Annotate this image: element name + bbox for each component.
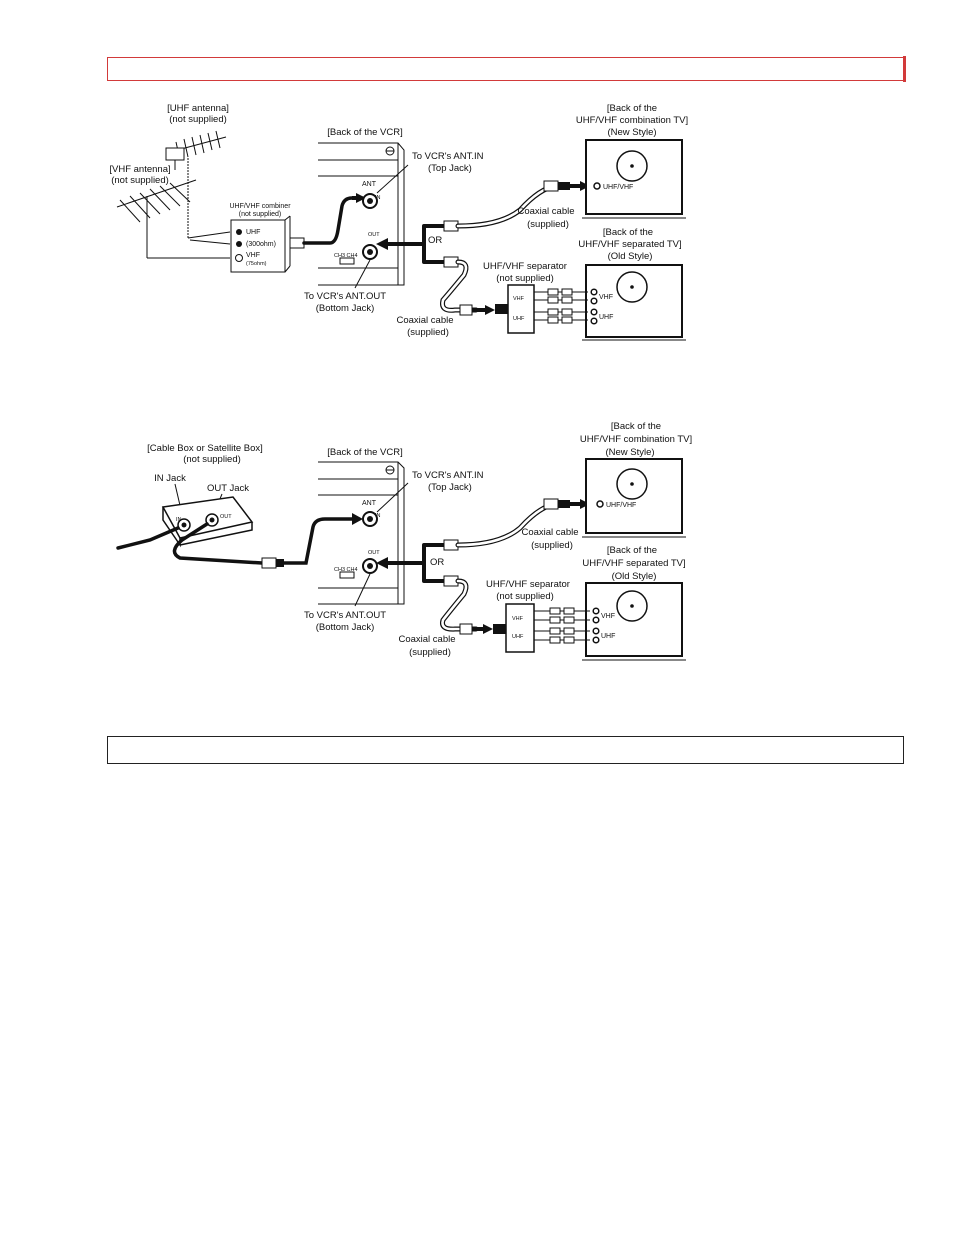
vcr2-back-panel	[318, 461, 405, 605]
coax1b-label-1: Coaxial cable	[521, 527, 578, 538]
coax1-label-1: Coaxial cable	[517, 206, 574, 217]
separator-label-1: UHF/VHF separator	[483, 261, 567, 272]
ant-in-label-2: (Top Jack)	[428, 163, 472, 174]
combiner-uhf: UHF	[246, 229, 260, 236]
combiner-label-1: UHF/VHF combiner	[229, 203, 291, 210]
tv-new-label-1: [Back of the	[607, 103, 657, 114]
vcr-back-panel	[318, 142, 405, 286]
cable-box-label-2: (not supplied)	[183, 454, 241, 465]
vcr2-ant-label: ANT	[362, 500, 377, 507]
tv-old-uhf: UHF	[599, 314, 613, 321]
tv-new2-label-3: (New Style)	[605, 447, 654, 458]
vcr2-in-label: IN	[375, 513, 381, 519]
tv-new-style	[582, 139, 686, 219]
tv-new2-label-2: UHF/VHF combination TV]	[580, 434, 692, 445]
ant-out-label-2: (Bottom Jack)	[316, 303, 375, 314]
vcr2-out-label: OUT	[368, 550, 380, 556]
vcr2-title: [Back of the VCR]	[327, 447, 403, 458]
combiner-300ohm: (300ohm)	[246, 241, 276, 248]
tv-new-style-2	[582, 458, 686, 538]
uhf-vhf-combiner	[230, 215, 305, 273]
tv-old-vhf: VHF	[599, 294, 613, 301]
vcr-title: [Back of the VCR]	[327, 127, 403, 138]
tv-old-label-2: UHF/VHF separated TV]	[578, 239, 681, 250]
tv-old2-vhf: VHF	[601, 613, 615, 620]
vhf-antenna-label-1: [VHF antenna]	[109, 164, 170, 175]
separator-uhf: UHF	[513, 316, 525, 322]
separator-label-2: (not supplied)	[496, 273, 554, 284]
diagram-antenna-connection: [UHF antenna] (not supplied) [VHF antenn…	[109, 103, 688, 341]
cable-box-label-1: [Cable Box or Satellite Box]	[147, 443, 263, 454]
tv-old-label-3: (Old Style)	[608, 251, 653, 262]
tv-old2-uhf: UHF	[601, 633, 615, 640]
uhf-vhf-separator-2	[493, 603, 590, 653]
tv-old2-label-3: (Old Style)	[612, 571, 657, 582]
separator2-label-1: UHF/VHF separator	[486, 579, 570, 590]
ant-out2-label-2: (Bottom Jack)	[316, 622, 375, 633]
tv-new2-label-1: [Back of the	[611, 421, 661, 432]
tv-old-style	[582, 264, 686, 341]
uhf-antenna-icon	[165, 130, 227, 238]
separator2-uhf: UHF	[512, 634, 524, 640]
combiner-vhf: VHF	[246, 252, 260, 259]
vcr-ant-label: ANT	[362, 181, 377, 188]
vcr2-ch-label: CH3 CH4	[334, 567, 358, 573]
or2-label: OR	[430, 557, 444, 568]
separator2-vhf: VHF	[512, 616, 524, 622]
ant-in-label-1: To VCR's ANT.IN	[412, 151, 484, 162]
coax2b-label-1: Coaxial cable	[398, 634, 455, 645]
header-box-edge	[903, 56, 906, 82]
ant-in2-label-1: To VCR's ANT.IN	[412, 470, 484, 481]
separator2-label-2: (not supplied)	[496, 591, 554, 602]
header-box	[107, 56, 906, 82]
in-jack-label: IN Jack	[154, 473, 186, 484]
box-out-label: OUT	[220, 514, 232, 520]
tv-old2-label-2: UHF/VHF separated TV]	[582, 558, 685, 569]
separator-vhf: VHF	[513, 296, 525, 302]
diagram-cable-box-connection: [Cable Box or Satellite Box] (not suppli…	[116, 421, 692, 661]
coax2-label-1: Coaxial cable	[396, 315, 453, 326]
uhf-antenna-label-2: (not supplied)	[169, 114, 227, 125]
combiner-label-2: (not supplied)	[239, 211, 281, 218]
tv-new-label-2: UHF/VHF combination TV]	[576, 115, 688, 126]
out-jack-label: OUT Jack	[207, 483, 249, 494]
cable-box-icon	[161, 496, 254, 548]
uhf-antenna-label-1: [UHF antenna]	[167, 103, 229, 114]
ant-out-label-1: To VCR's ANT.OUT	[304, 291, 386, 302]
vcr-out-label: OUT	[368, 232, 380, 238]
coax1b-label-2: (supplied)	[531, 540, 573, 551]
tv-old2-label-1: [Back of the	[607, 545, 657, 556]
footer-box	[107, 736, 904, 764]
vhf-antenna-icon	[116, 179, 197, 258]
box-in-label: IN	[176, 517, 182, 523]
vcr-ch-label: CH3 CH4	[334, 253, 358, 259]
ant-in2-label-2: (Top Jack)	[428, 482, 472, 493]
coax2-label-2: (supplied)	[407, 327, 449, 338]
combiner-75ohm: (75ohm)	[246, 261, 267, 267]
tv-new-label-3: (New Style)	[607, 127, 656, 138]
uhf-vhf-separator	[495, 284, 588, 334]
tv-old-label-1: [Back of the	[603, 227, 653, 238]
vcr-in-label: IN	[375, 195, 381, 201]
coax1-label-2: (supplied)	[527, 219, 569, 230]
tv-new-jack: UHF/VHF	[603, 184, 633, 191]
ant-out2-label-1: To VCR's ANT.OUT	[304, 610, 386, 621]
or-label: OR	[428, 235, 442, 246]
tv-old-style-2	[582, 582, 686, 661]
coax2b-label-2: (supplied)	[409, 647, 451, 658]
vhf-antenna-label-2: (not supplied)	[111, 175, 169, 186]
tv-new2-jack: UHF/VHF	[606, 502, 636, 509]
